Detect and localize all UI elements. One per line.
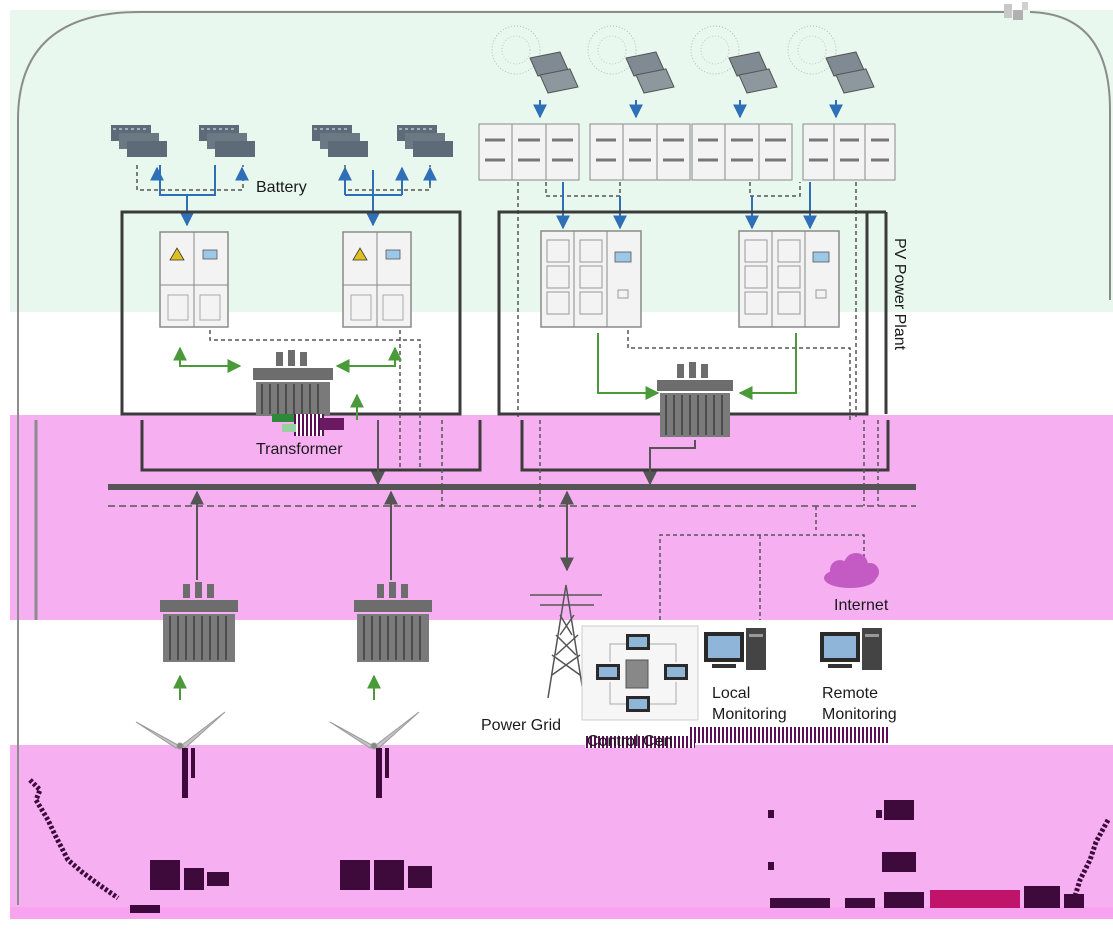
pv-array-icon — [491, 25, 579, 94]
battery-rack-icon — [199, 125, 255, 157]
cloud-icon — [824, 553, 879, 588]
inverter-cabinet-icon — [540, 230, 642, 328]
pv-array-icon — [690, 25, 778, 94]
bus-dashed-drops — [441, 420, 879, 506]
computer-monitor-icon — [664, 664, 688, 680]
turbine-arrows — [173, 674, 381, 700]
magenta-band-1 — [10, 415, 1113, 620]
wind-branch-arrows — [190, 490, 574, 580]
local-monitoring-label-2: Monitoring — [712, 706, 787, 723]
magenta-band-3 — [10, 907, 1113, 919]
pv-transformer-link — [643, 440, 696, 486]
monitoring-network — [659, 506, 865, 620]
battery-station-box-lower — [140, 420, 482, 472]
remote-monitoring-label-2: Monitoring — [822, 706, 897, 723]
glitch-artifact — [28, 727, 1111, 913]
pv-power-plant-label: PV Power Plant — [891, 238, 908, 351]
computer-monitor-icon — [626, 634, 650, 650]
battery-racks — [111, 125, 453, 157]
glitch-artifact — [272, 414, 344, 436]
battery-rack-icon — [111, 125, 167, 157]
computer-monitor-icon — [626, 696, 650, 712]
combiner-box-icon — [478, 123, 580, 181]
battery-rack-icon — [397, 125, 453, 157]
wind-turbine-icon — [135, 711, 226, 798]
pcs-cabinet-icon — [342, 231, 412, 328]
remote-monitoring-label-1: Remote — [822, 685, 879, 702]
transformer-label: Transformer — [256, 441, 343, 458]
pv-arrays — [491, 25, 875, 94]
outer-frame-right — [1029, 11, 1111, 300]
transmission-tower-icon — [530, 584, 602, 699]
combiner-links — [517, 182, 857, 420]
battery-power-links — [173, 330, 421, 470]
pv-power-links — [539, 330, 851, 510]
pcs-cabinet-icon — [159, 231, 229, 328]
pv-array-icon — [587, 25, 675, 94]
outer-frame — [17, 11, 1010, 905]
power-grid-label: Power Grid — [481, 717, 562, 734]
pv-down-arrows — [533, 100, 843, 119]
local-monitoring-label-1: Local — [712, 685, 751, 702]
transformer-icon — [253, 350, 333, 416]
pv-array-icon — [787, 25, 875, 94]
combiner-box-icon — [802, 123, 896, 181]
control-center-box — [581, 625, 699, 721]
inverter-cabinet-icon — [738, 230, 840, 328]
combiner-box-icon — [589, 123, 691, 181]
computer-monitor-icon — [704, 628, 766, 670]
battery-comm-lines — [136, 165, 437, 227]
corner-glyph-icon — [1004, 2, 1028, 20]
computer-monitor-icon — [596, 664, 620, 680]
transformer-icon — [160, 582, 238, 662]
battery-label: Battery — [256, 179, 307, 196]
transformer-icon — [657, 362, 733, 437]
combiner-boxes — [478, 123, 896, 181]
pv-plant-box-lower — [520, 420, 890, 472]
battery-rack-icon — [312, 125, 368, 157]
internet-label: Internet — [834, 597, 889, 614]
transformer-icon — [354, 582, 432, 662]
control-center-label: Control Cen — [587, 733, 673, 750]
combiner-box-icon — [691, 123, 793, 181]
wind-turbine-icon — [329, 711, 420, 798]
computer-monitor-icon — [820, 628, 882, 670]
